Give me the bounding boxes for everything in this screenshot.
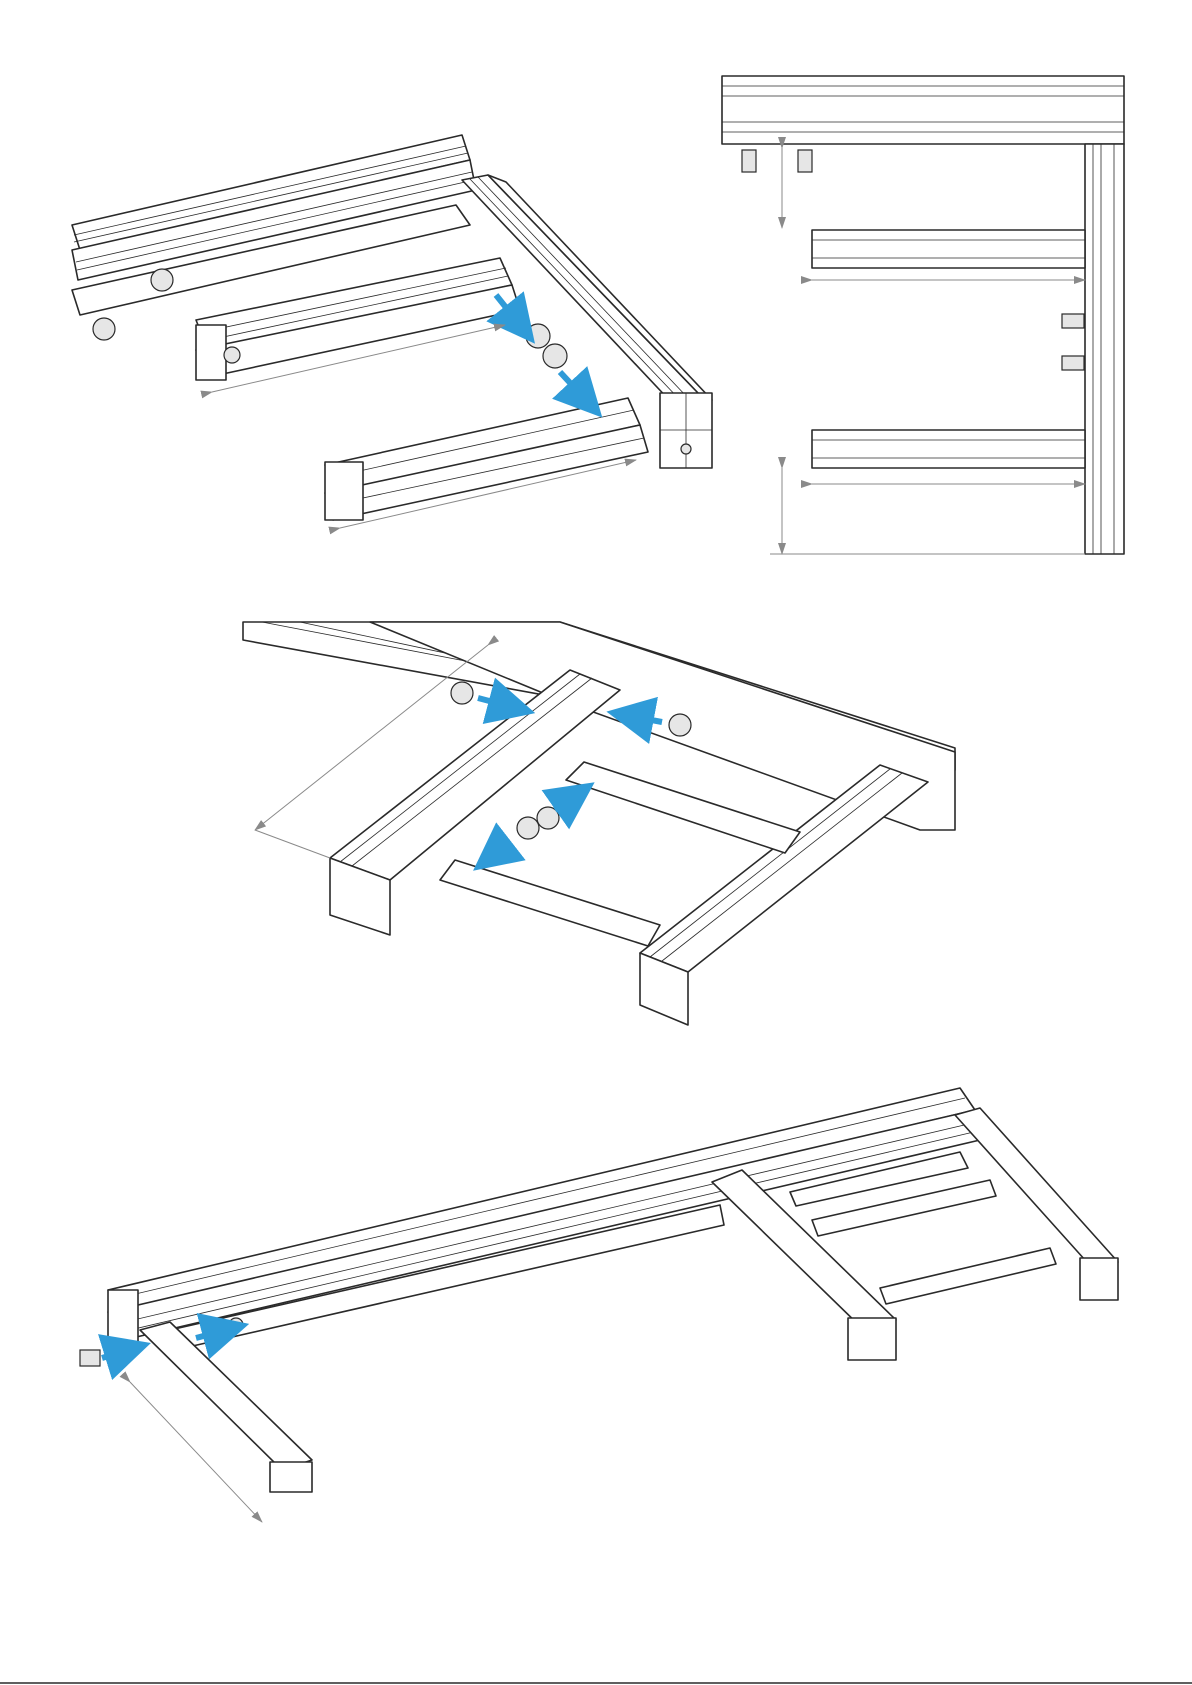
step-1-top-view-dimensions	[722, 76, 1124, 554]
connector-icon	[1062, 356, 1084, 370]
connector-icon	[229, 1318, 243, 1332]
step-2-iso-cross-members	[243, 622, 955, 1025]
t-slot-nut-icon	[224, 347, 240, 363]
insert-arrow-icon	[560, 372, 586, 400]
step-3-iso-full-frame	[80, 1088, 1118, 1522]
insert-arrow-icon	[478, 698, 512, 707]
connector-icon	[80, 1350, 100, 1366]
connector-icon	[798, 150, 812, 172]
insert-arrow-icon	[555, 796, 575, 810]
short-profile-lower	[325, 398, 648, 520]
connector-icon	[526, 324, 550, 348]
insert-arrow-icon	[102, 1350, 128, 1358]
step-1-iso-frame-corner	[72, 135, 712, 528]
connector-icon	[742, 150, 756, 172]
end-screw-icon	[681, 444, 691, 454]
connector-icon	[151, 269, 173, 291]
connector-icon	[451, 682, 473, 704]
connector-icon	[517, 817, 539, 839]
connector-icon	[543, 344, 567, 368]
connector-icon	[93, 318, 115, 340]
connector-icon	[669, 714, 691, 736]
insert-arrow-icon	[492, 842, 510, 856]
connector-icon	[1062, 314, 1084, 328]
